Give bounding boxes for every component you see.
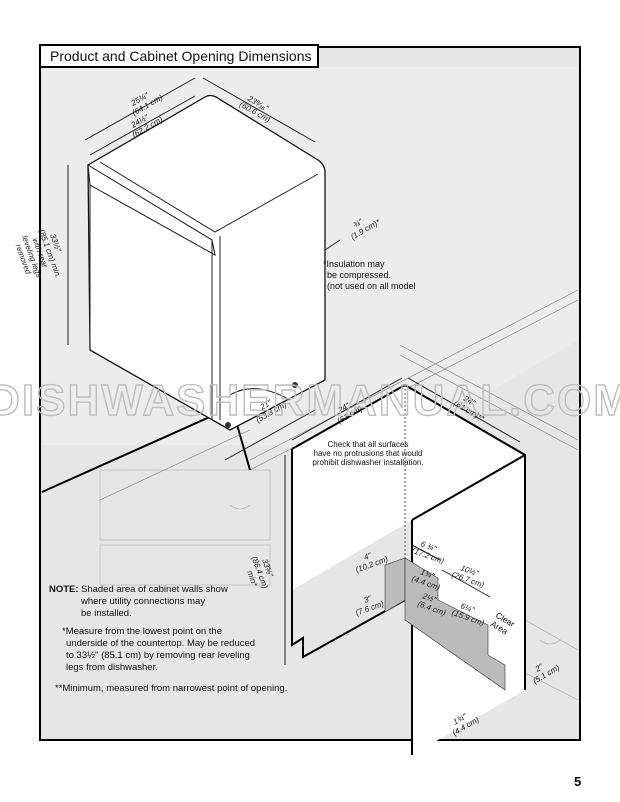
note-label: NOTE: (49, 584, 79, 595)
left-cabinets (99, 469, 271, 586)
page-number: 5 (574, 774, 581, 789)
watermark: DISHWASHERMANUAL.COM (0, 376, 620, 425)
dishwasher-dimension-lines (67, 77, 341, 461)
dishwasher-drawing (87, 94, 326, 431)
title-tab (39, 44, 319, 68)
cabinet-opening-drawing (291, 383, 526, 755)
svg-text:*Measure from the lowest point: *Measure from the lowest point on theund… (62, 626, 255, 673)
svg-text:33½" (85.1 cm) min.: 33½" (85.1 cm) min. with rear leveling l… (12, 225, 73, 291)
cabinet-dimension-lines (284, 377, 521, 665)
svg-text:**Minimum, measured from narro: **Minimum, measured from narrowest point… (55, 683, 287, 694)
section-title: Product and Cabinet Opening Dimensions (50, 48, 312, 64)
